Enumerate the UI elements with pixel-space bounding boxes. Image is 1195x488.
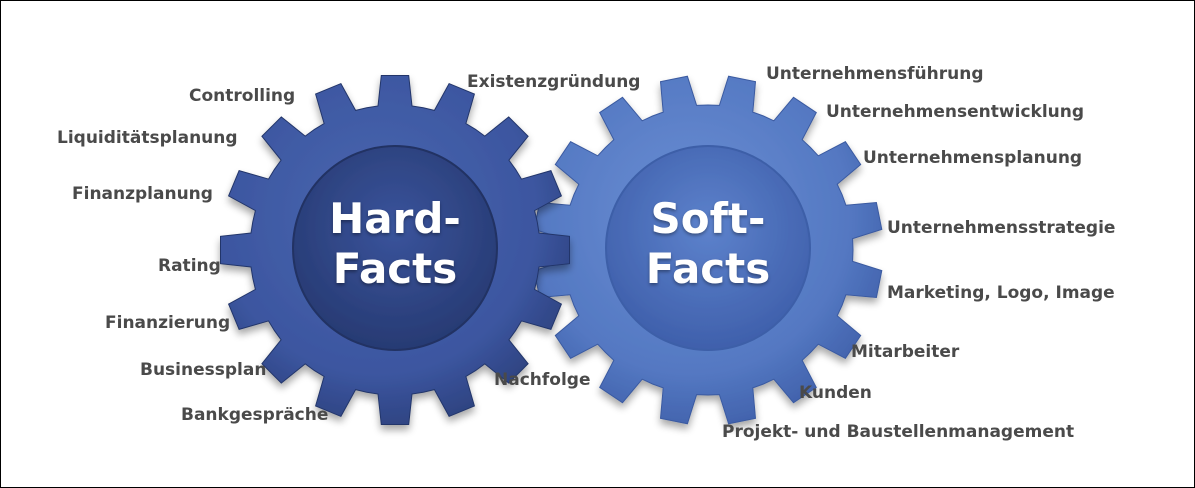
label-existenzgruendung: Existenzgründung: [467, 72, 641, 92]
hard-facts-gear-hub: [292, 145, 498, 351]
label-controlling: Controlling: [189, 86, 296, 106]
label-finanzierung: Finanzierung: [105, 313, 231, 333]
label-bankgespraeche: Bankgespräche: [181, 405, 329, 425]
label-mitarbeiter: Mitarbeiter: [851, 342, 960, 362]
hard-facts-title-line1: Hard-: [329, 194, 461, 243]
soft-facts-title-line2: Facts: [645, 244, 771, 293]
label-unternehmensplanung: Unternehmensplanung: [863, 148, 1083, 168]
soft-facts-title: Soft- Facts: [628, 194, 788, 294]
hard-facts-title-line2: Facts: [332, 244, 458, 293]
label-marketing: Marketing, Logo, Image: [887, 283, 1115, 303]
label-businessplan: Businessplan: [140, 360, 267, 380]
soft-facts-gear: [533, 75, 883, 425]
label-unternehmensstrategie: Unternehmensstrategie: [887, 218, 1116, 238]
label-rating: Rating: [158, 256, 221, 276]
soft-facts-title-line1: Soft-: [650, 194, 766, 243]
hard-facts-gear: [220, 75, 570, 425]
label-liquiditaetsplanung: Liquiditätsplanung: [57, 128, 238, 148]
label-unternehmensfuehrung: Unternehmensführung: [766, 64, 984, 84]
label-nachfolge: Nachfolge: [494, 370, 591, 390]
label-finanzplanung: Finanzplanung: [72, 184, 213, 204]
label-kunden: Kunden: [799, 383, 872, 403]
hard-facts-title: Hard- Facts: [315, 194, 475, 294]
label-projekt: Projekt- und Baustellenmanagement: [722, 422, 1075, 442]
label-unternehmensentwicklung: Unternehmensentwicklung: [826, 102, 1085, 122]
soft-facts-gear-hub: [605, 145, 811, 351]
